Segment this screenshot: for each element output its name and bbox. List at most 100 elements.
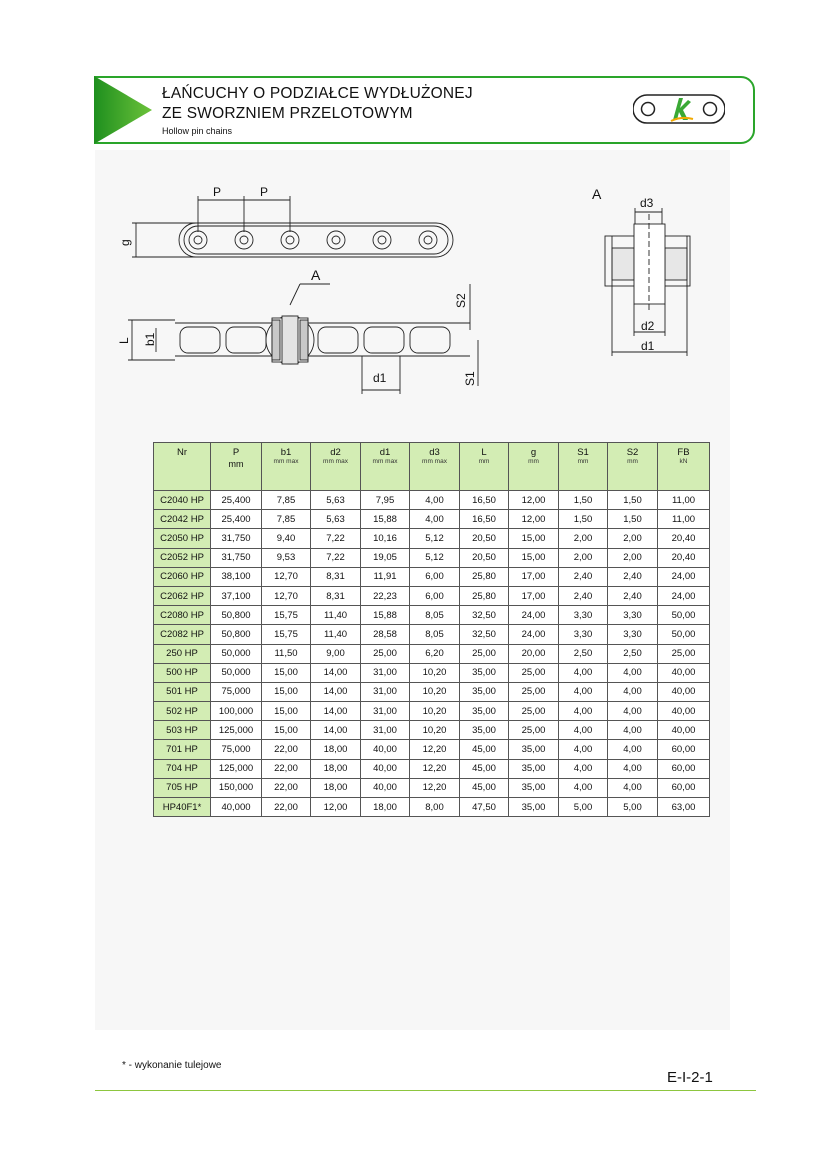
- table-cell: 25,00: [508, 720, 559, 741]
- table-cell: 50,00: [657, 624, 710, 645]
- table-cell: 63,00: [657, 796, 710, 818]
- table-cell: 7,22: [310, 528, 361, 549]
- table-cell: 50,000: [210, 643, 262, 664]
- company-logo: [633, 94, 725, 124]
- table-cell: 35,00: [459, 720, 509, 741]
- column-header-unit: mm: [528, 458, 539, 465]
- dim-label-s2: S2: [454, 293, 468, 308]
- table-cell: 24,00: [657, 566, 710, 587]
- table-cell: 75,000: [210, 681, 262, 703]
- table-cell: 5,63: [310, 489, 361, 511]
- table-cell: 25,400: [210, 489, 262, 511]
- table-cell: 4,00: [558, 662, 608, 683]
- table-cell: 16,50: [459, 509, 509, 530]
- table-cell: 35,00: [508, 777, 559, 799]
- row-chain-number: 502 HP: [153, 701, 211, 722]
- chain-drawing: P P g A S2 L b1 d1 S1 A d3 d2 d1: [117, 185, 691, 394]
- table-cell: 31,750: [210, 547, 262, 568]
- table-cell: 6,20: [409, 643, 460, 664]
- table-cell: 18,00: [310, 758, 361, 779]
- table-cell: 4,00: [558, 758, 608, 779]
- table-cell: 25,80: [459, 585, 509, 607]
- table-cell: 22,00: [261, 739, 311, 760]
- row-chain-number: 704 HP: [153, 758, 211, 779]
- dim-label-d2: d2: [641, 319, 655, 333]
- table-cell: 38,100: [210, 566, 262, 587]
- table-cell: 14,00: [310, 701, 361, 722]
- row-chain-number: 501 HP: [153, 681, 211, 703]
- table-cell: 9,53: [261, 547, 311, 568]
- page-code: E-I-2-1: [667, 1069, 713, 1086]
- table-cell: 2,50: [558, 643, 608, 664]
- table-cell: 4,00: [607, 662, 658, 683]
- table-cell: 4,00: [607, 739, 658, 760]
- table-cell: 12,20: [409, 739, 460, 760]
- table-cell: 18,00: [360, 796, 410, 818]
- table-cell: 11,40: [310, 624, 361, 645]
- column-header-label: b1: [280, 447, 292, 458]
- detail-title-a: A: [592, 186, 602, 202]
- table-cell: 4,00: [558, 739, 608, 760]
- table-cell: 75,000: [210, 739, 262, 760]
- table-cell: 50,000: [210, 662, 262, 683]
- dim-label-l: L: [117, 337, 131, 344]
- table-cell: 5,63: [310, 509, 361, 530]
- table-cell: 5,00: [607, 796, 658, 818]
- table-cell: 35,00: [508, 739, 559, 760]
- table-cell: 31,00: [360, 701, 410, 722]
- column-header-label: d3: [429, 447, 440, 458]
- table-cell: 22,00: [261, 777, 311, 799]
- table-cell: 12,20: [409, 758, 460, 779]
- table-cell: 40,00: [360, 777, 410, 799]
- table-cell: 150,000: [210, 777, 262, 799]
- table-cell: 47,50: [459, 796, 509, 818]
- row-chain-number: 250 HP: [153, 643, 211, 664]
- table-cell: 40,00: [657, 720, 710, 741]
- header-arrow-icon: [94, 76, 152, 144]
- dim-label-d1-detail: d1: [641, 339, 655, 353]
- page-title-line-1: ŁAŃCUCHY O PODZIAŁCE WYDŁUŻONEJ: [162, 85, 473, 102]
- table-cell: 15,00: [508, 528, 559, 549]
- table-cell: 8,00: [409, 796, 460, 818]
- table-cell: 10,20: [409, 701, 460, 722]
- column-header-unit: mm max: [323, 458, 348, 465]
- table-cell: 20,50: [459, 528, 509, 549]
- table-cell: 35,00: [508, 796, 559, 818]
- table-cell: 45,00: [459, 739, 509, 760]
- table-cell: 12,00: [310, 796, 361, 818]
- row-chain-number: C2080 HP: [153, 605, 211, 626]
- table-cell: 4,00: [409, 509, 460, 530]
- table-cell: 2,00: [558, 547, 608, 568]
- table-cell: 15,75: [261, 605, 311, 626]
- table-cell: 37,100: [210, 585, 262, 607]
- table-cell: 2,40: [607, 566, 658, 587]
- column-header-label: P: [232, 447, 240, 458]
- table-cell: 25,00: [657, 643, 710, 664]
- table-cell: 20,50: [459, 547, 509, 568]
- row-chain-number: 500 HP: [153, 662, 211, 683]
- table-cell: 18,00: [310, 739, 361, 760]
- table-cell: 22,00: [261, 796, 311, 818]
- table-cell: 24,00: [508, 605, 559, 626]
- table-cell: 11,00: [657, 509, 710, 530]
- table-cell: 12,00: [508, 509, 559, 530]
- dim-label-s1: S1: [463, 371, 477, 386]
- table-cell: 22,23: [360, 585, 410, 607]
- footer-divider: [95, 1090, 756, 1091]
- table-cell: 2,40: [558, 585, 608, 607]
- table-cell: 31,00: [360, 720, 410, 741]
- table-cell: 14,00: [310, 681, 361, 703]
- table-cell: 35,00: [508, 758, 559, 779]
- column-header: Nr: [153, 442, 211, 491]
- table-cell: 8,31: [310, 585, 361, 607]
- table-cell: 15,88: [360, 605, 410, 626]
